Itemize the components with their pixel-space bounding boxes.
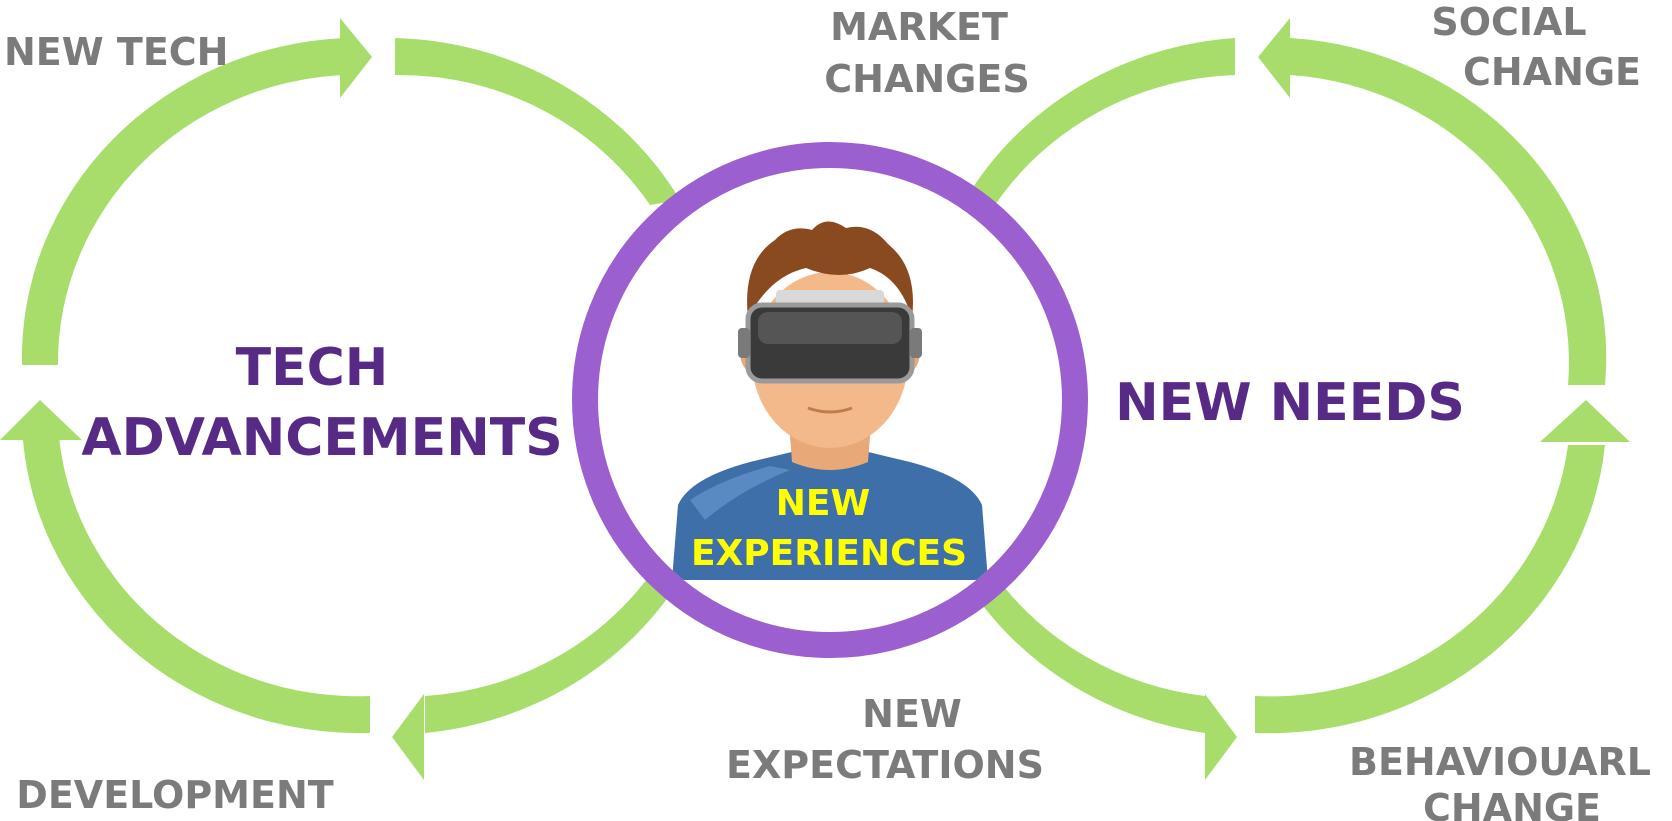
arrowhead-development	[392, 694, 424, 780]
arrow-left-top-arc	[21, 38, 346, 365]
arrowhead-left-up	[0, 400, 82, 440]
behavioural-change-label-line2: CHANGE	[1423, 786, 1601, 821]
arrow-right-top-right-arc	[1290, 38, 1607, 385]
tech-advancements-title-line1: TECH	[236, 338, 389, 398]
market-changes-label-line2: CHANGES	[824, 57, 1029, 101]
center-label-line1: NEW	[776, 483, 870, 524]
arrowhead-behavioural-change	[1205, 694, 1237, 780]
mouth-shape	[807, 406, 853, 414]
headset-side-right	[910, 328, 922, 358]
headset-visor	[758, 312, 902, 344]
market-changes-label-line1: MARKET	[830, 5, 1008, 49]
arrow-right-top-left-arc	[965, 38, 1235, 205]
arrowhead-social-change	[1258, 18, 1290, 98]
shirt-highlight	[690, 466, 790, 520]
new-expectations-label-line2: EXPECTATIONS	[726, 743, 1044, 787]
social-change-label-line1: SOCIAL	[1431, 0, 1586, 44]
arrow-right-bottom-right-arc	[1255, 445, 1605, 734]
hair-shape	[747, 221, 913, 318]
arrowhead-new-tech	[340, 18, 372, 98]
center-hub: NEW EXPERIENCES	[572, 142, 1088, 658]
development-label: DEVELOPMENT	[16, 773, 333, 817]
arrowhead-right-up	[1540, 400, 1630, 442]
tech-advancements-title-line2: ADVANCEMENTS	[81, 408, 562, 468]
new-expectations-label-line1: NEW	[862, 692, 962, 736]
arrow-left-bottom-right-arc	[425, 575, 680, 733]
headset-side-left	[738, 328, 750, 358]
new-tech-label: NEW TECH	[4, 30, 228, 74]
arrow-right-bottom-left-arc	[965, 575, 1205, 733]
arrow-left-bottom-arc	[22, 425, 370, 734]
right-cycle-arrows	[965, 18, 1630, 780]
center-label-line2: EXPERIENCES	[691, 533, 967, 574]
vr-headset-person-icon	[672, 221, 988, 580]
left-cycle-arrows	[0, 18, 680, 780]
social-change-label-line2: CHANGE	[1463, 50, 1641, 94]
new-needs-title: NEW NEEDS	[1115, 373, 1465, 433]
behavioural-change-label-line1: BEHAVIOUARL	[1349, 740, 1651, 784]
arrow-left-top-right-arc	[395, 38, 680, 205]
